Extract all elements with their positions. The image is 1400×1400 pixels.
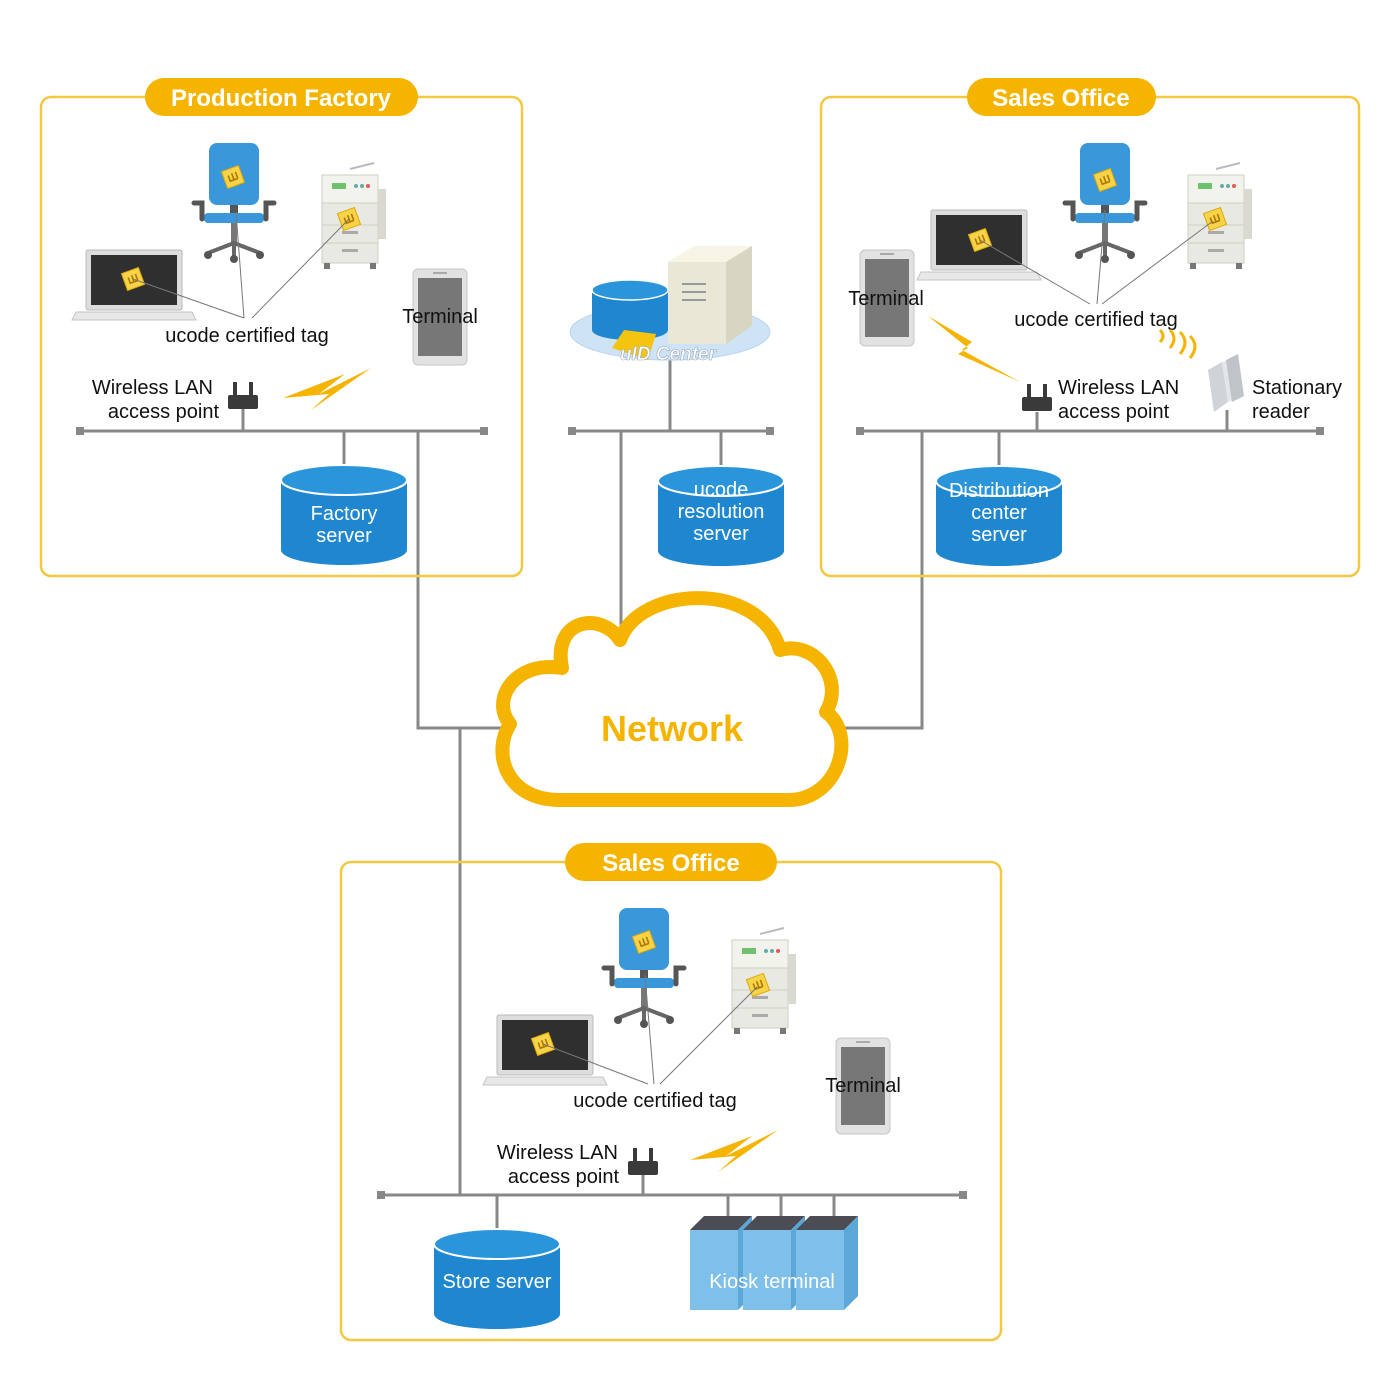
terminal-label: Terminal [848,288,924,310]
production-factory-badge [145,78,418,116]
lightning-icon [283,368,371,410]
kiosk-terminal-label: Kiosk terminal [709,1271,835,1293]
distribution-server-label-line1: Distribution [949,480,1049,502]
sales-office-title: Sales Office [602,850,739,877]
wireless-ap-icon [1022,384,1052,411]
kiosk-terminal-icon [796,1216,858,1310]
ucode-tag-label: ucode certified tag [1014,309,1177,331]
wireless-ap-icon [628,1148,658,1175]
network-label: Network [601,708,744,749]
office-chair-icon [194,143,274,263]
wlan-label-line2: access point [508,1166,620,1188]
lightning-icon [928,316,1020,382]
uid-center-group: uID Center ucode resolution server [569,246,785,567]
office-chair-icon [1065,143,1145,263]
wlan-label-line2: access point [1058,401,1170,423]
production-factory-panel: Production Factory ucode certified tag T… [39,78,524,578]
resolution-server-label-line3: server [693,523,749,545]
office-chair-icon [604,908,684,1028]
wireless-ap-icon [228,382,258,409]
sales-office-badge [967,78,1156,116]
ucode-tag-label: ucode certified tag [573,1090,736,1112]
wlan-label-line1: Wireless LAN [497,1142,618,1164]
distribution-server-label-line2: center [971,502,1027,524]
wlan-label-line1: Wireless LAN [92,377,213,399]
sales-office-title: Sales Office [992,85,1129,112]
reader-label-line2: reader [1252,401,1310,423]
reader-label-line1: Stationary [1252,377,1342,399]
resolution-server-label-line2: resolution [678,501,765,523]
store-server-label: Store server [443,1271,552,1293]
wlan-label-line2: access point [108,401,220,423]
lightning-icon [690,1130,778,1172]
kiosk-terminal-icon [690,1216,752,1310]
uid-center-logo: uID Center [620,344,718,365]
factory-server-label-line2: server [316,525,372,547]
production-factory-title: Production Factory [171,85,392,112]
wlan-label-line1: Wireless LAN [1058,377,1179,399]
stationary-reader-icon [1208,354,1244,412]
terminal-label: Terminal [825,1075,901,1097]
radio-wave-icon [1158,328,1197,359]
ucode-tag-label: ucode certified tag [165,325,328,347]
sales-office-bottom-panel: Sales Office ucode certified tag Termina… [339,843,1003,1342]
kiosk-terminal-icon [743,1216,805,1310]
network-cloud: Network [495,591,849,808]
sales-office-badge [565,843,777,881]
sales-office-right-panel: Sales Office ucode certified tag Termina… [819,78,1361,578]
resolution-server-label-line1: ucode [694,479,749,501]
terminal-label: Terminal [402,306,478,328]
distribution-server-label-line3: server [971,524,1027,546]
factory-server-label-line1: Factory [311,503,378,525]
